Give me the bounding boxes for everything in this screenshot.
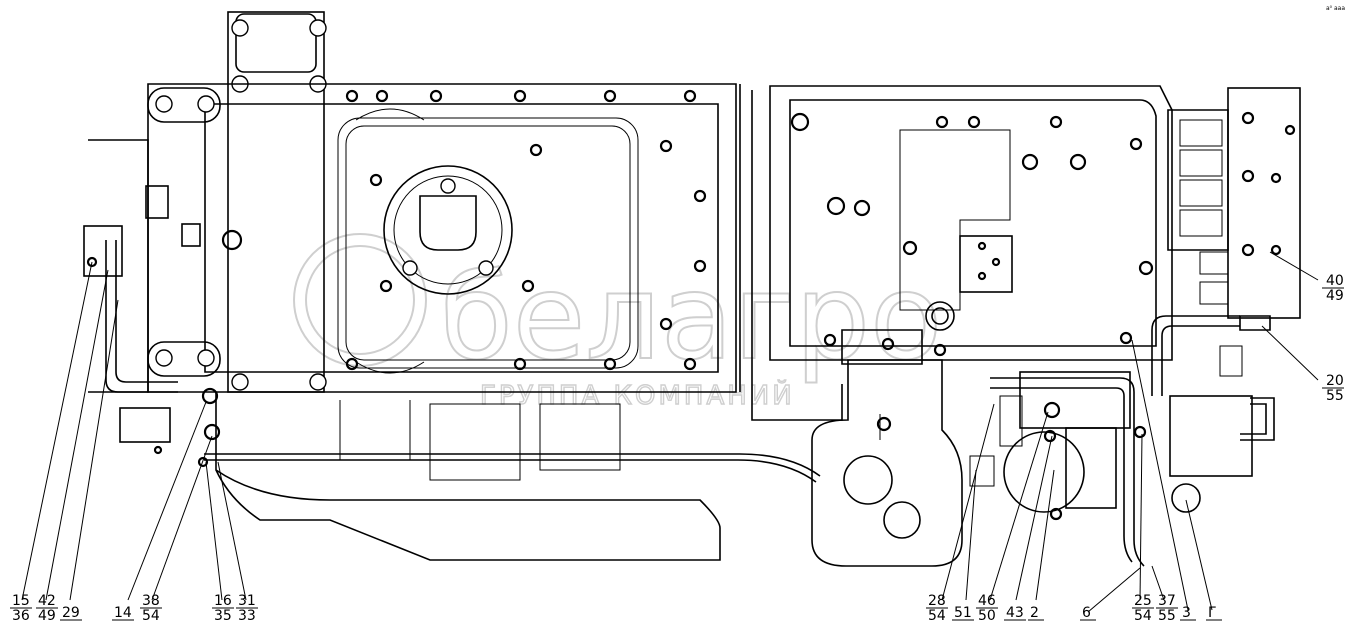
callout-g: Г xyxy=(1206,605,1222,621)
callout-bottom: 49 xyxy=(1326,288,1344,304)
callout-top: 29 xyxy=(62,605,80,621)
gearbox-housing xyxy=(83,11,843,561)
callout-top: 3 xyxy=(1182,605,1191,621)
callout-top: 42 xyxy=(38,593,56,609)
callout-bottom: 35 xyxy=(214,608,232,624)
callout-top: Г xyxy=(1208,605,1217,621)
callout-bottom: 33 xyxy=(238,608,256,624)
watermark-tagline: ГРУППА КОМПАНИЙ xyxy=(480,379,795,411)
callout-43: 43 xyxy=(1004,605,1026,621)
leader-lines xyxy=(21,251,1319,613)
callout-bottom: 54 xyxy=(142,608,160,624)
callouts-right: 40 49 20 55 xyxy=(1322,273,1344,404)
callout-51: 51 xyxy=(952,605,974,621)
callout-top: 51 xyxy=(954,605,972,621)
callout-38-54: 38 54 xyxy=(140,593,162,624)
callout-top: 2 xyxy=(1030,605,1039,621)
callout-20-55: 20 55 xyxy=(1322,373,1344,404)
corner-code: a⁰ aaa xyxy=(1326,5,1345,12)
callout-40-49: 40 49 xyxy=(1322,273,1344,304)
callout-top: 40 xyxy=(1326,273,1344,289)
callout-15-36: 15 36 xyxy=(10,593,32,624)
callout-top: 25 xyxy=(1134,593,1152,609)
callout-top: 31 xyxy=(238,593,256,609)
callout-16-35: 16 35 xyxy=(212,593,234,624)
callout-top: 15 xyxy=(12,593,30,609)
callout-29: 29 xyxy=(60,605,82,621)
callout-top: 14 xyxy=(114,605,132,621)
callout-42-49: 42 49 xyxy=(36,593,58,624)
callout-top: 16 xyxy=(214,593,232,609)
callout-6: 6 xyxy=(1080,605,1096,621)
callout-28-54: 28 54 xyxy=(926,593,948,624)
hydraulic-block-assembly xyxy=(769,85,1301,567)
callout-46-50: 46 50 xyxy=(976,593,998,624)
callout-37-55: 37 55 xyxy=(1156,593,1178,624)
callout-bottom: 50 xyxy=(978,608,996,624)
callout-2: 2 xyxy=(1028,605,1044,621)
callout-31-33: 31 33 xyxy=(236,593,258,624)
callout-bottom: 36 xyxy=(12,608,30,624)
callout-3: 3 xyxy=(1180,605,1196,621)
callout-bottom: 55 xyxy=(1326,388,1344,404)
callout-bottom: 55 xyxy=(1158,608,1176,624)
callout-25-54: 25 54 xyxy=(1132,593,1154,624)
callout-bottom: 54 xyxy=(928,608,946,624)
callout-top: 6 xyxy=(1082,605,1091,621)
callout-top: 37 xyxy=(1158,593,1176,609)
callout-top: 28 xyxy=(928,593,946,609)
callout-top: 38 xyxy=(142,593,160,609)
callout-top: 46 xyxy=(978,593,996,609)
callout-top: 43 xyxy=(1006,605,1024,621)
callout-top: 20 xyxy=(1326,373,1344,389)
callout-14: 14 xyxy=(112,605,134,621)
callout-bottom: 54 xyxy=(1134,608,1152,624)
callout-bottom: 49 xyxy=(38,608,56,624)
callouts-bottom: 15 36 42 49 29 14 38 54 16 35 31 xyxy=(10,593,1222,624)
